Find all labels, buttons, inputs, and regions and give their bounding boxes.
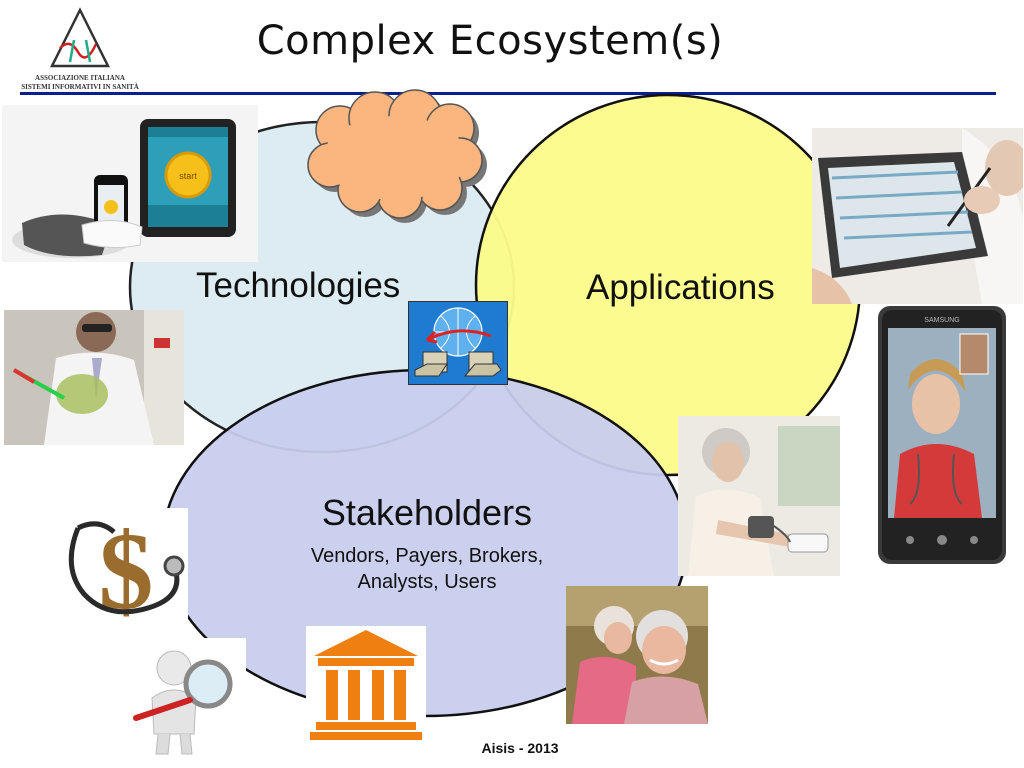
- phone-video-call-photo: SAMSUNG: [870, 304, 1014, 568]
- applications-label: Applications: [586, 268, 775, 307]
- technologies-label: Technologies: [196, 266, 401, 305]
- logo-line-1: ASSOCIAZIONE ITALIANA: [35, 74, 125, 82]
- slide-title: Complex Ecosystem(s): [256, 18, 724, 64]
- slide-footer: Aisis - 2013: [481, 740, 559, 756]
- stakeholders-label: Stakeholders: [321, 492, 533, 533]
- dollar-stethoscope-icon: $: [58, 508, 188, 630]
- health-devices-photo: start: [2, 105, 258, 262]
- network-exchange-icon: [408, 301, 508, 385]
- stakeholders-description-line-1: Vendors, Payers, Brokers,: [310, 545, 544, 567]
- stakeholders-description-line-2: Analysts, Users: [357, 571, 497, 593]
- doctor-3d-photo: [4, 310, 184, 445]
- stakeholders-description: Vendors, Payers, Brokers, Analysts, User…: [262, 543, 592, 595]
- cloud-shape: [307, 89, 487, 223]
- title-rule: [20, 92, 996, 95]
- magnifier-figure-icon: [130, 638, 246, 756]
- aisis-logo: [10, 4, 150, 96]
- tablet-charting-photo: [812, 128, 1023, 304]
- elderly-blood-pressure-photo: [678, 416, 840, 576]
- institution-icon: [306, 626, 426, 740]
- elderly-couple-photo: [566, 586, 708, 724]
- phone-brand: SAMSUNG: [924, 317, 959, 324]
- logo-line-2: SISTEMI INFORMATIVI IN SANITÀ: [21, 83, 139, 91]
- aisis-logo-icon: [49, 7, 111, 68]
- tablet-start-button: start: [179, 171, 197, 181]
